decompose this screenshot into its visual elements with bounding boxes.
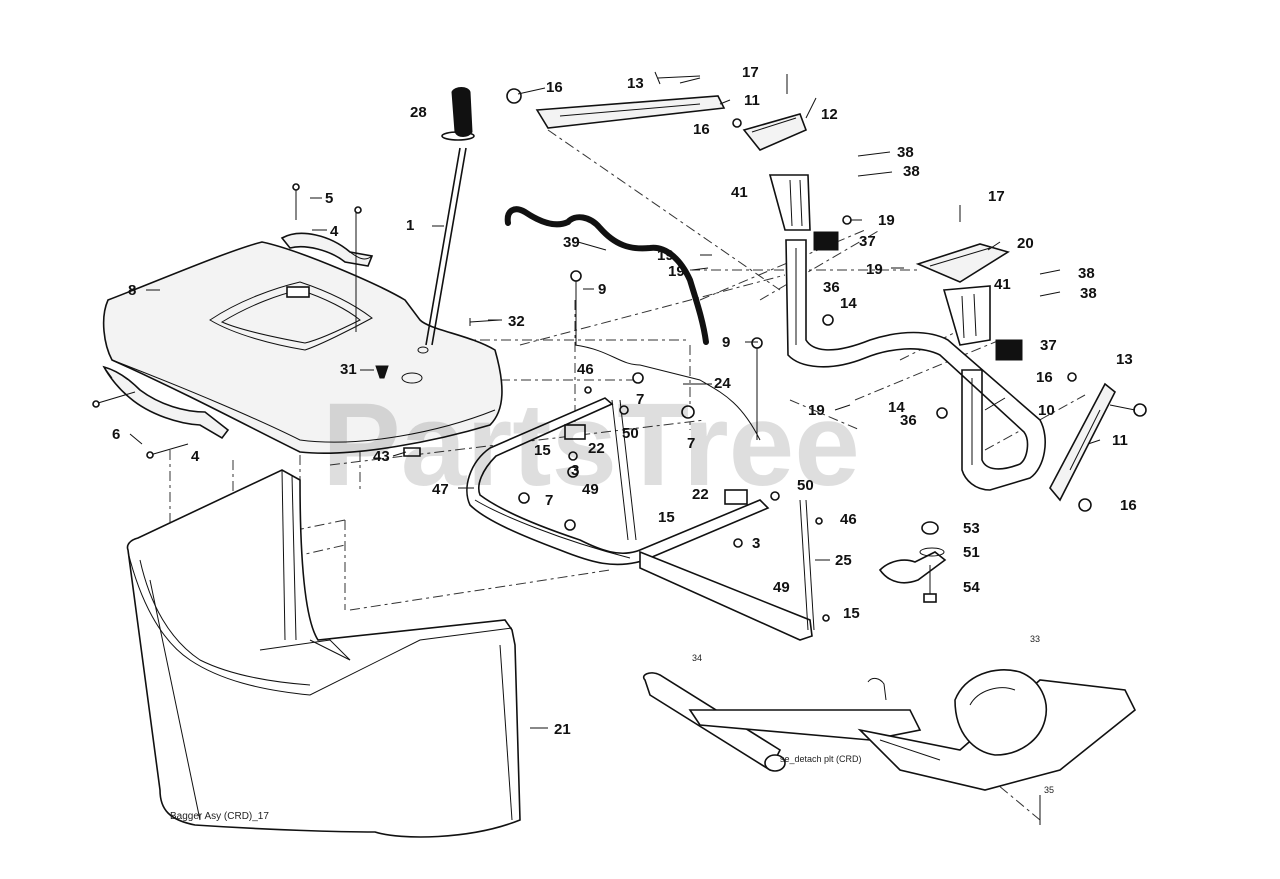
callout-49: 49: [773, 579, 790, 596]
callout-36: 36: [900, 412, 917, 429]
callout-21: 21: [554, 721, 571, 738]
handle-bracket-top: [280, 188, 374, 332]
callout-39: 39: [563, 234, 580, 251]
upper-bracket: [506, 71, 808, 151]
callout-33: 33: [1030, 634, 1040, 644]
callout-17: 17: [742, 64, 759, 81]
callout-38: 38: [1078, 265, 1095, 282]
leader-lines: [129, 77, 1101, 729]
callout-53: 53: [963, 520, 980, 537]
callout-51: 51: [963, 544, 980, 561]
callout-16: 16: [546, 79, 563, 96]
knob-31: [375, 365, 389, 379]
callout-7: 7: [687, 435, 695, 452]
callout-15: 15: [843, 605, 860, 622]
callout-4: 4: [191, 448, 200, 465]
spring-rod-39: [504, 206, 709, 345]
grass-bag: [126, 469, 521, 838]
callout-49: 49: [582, 481, 599, 498]
callout-13: 13: [627, 75, 644, 92]
callout-38: 38: [897, 144, 914, 161]
lower-frame-hardware: [518, 270, 830, 622]
callout-20: 20: [1017, 235, 1034, 252]
callout-16: 16: [1036, 369, 1053, 386]
callout-38: 38: [903, 163, 920, 180]
callout-34: 34: [692, 653, 702, 663]
callout-19: 19: [878, 212, 895, 229]
callout-8: 8: [128, 282, 136, 299]
callout-14: 14: [888, 399, 905, 416]
callout-9: 9: [598, 281, 606, 298]
watermark: PartsTree: [322, 379, 860, 511]
callout-17: 17: [988, 188, 1005, 205]
side-bracket-right: [1049, 372, 1147, 512]
callout-41: 41: [994, 276, 1011, 293]
callout-12: 12: [821, 106, 838, 123]
callout-38: 38: [1080, 285, 1097, 302]
callout-9: 9: [722, 334, 730, 351]
callout-11: 11: [744, 92, 760, 109]
callout-24: 24: [714, 375, 731, 392]
bag-lid: [102, 241, 503, 454]
callout-labels: 1 3 3 4 4 5 6 7 7 7 8 9 9 10 11 11 12 13…: [112, 64, 1137, 795]
callout-15: 15: [534, 442, 551, 459]
callout-25: 25: [835, 552, 852, 569]
callout-4: 4: [330, 223, 339, 240]
callout-46: 46: [840, 511, 857, 528]
callout-37: 37: [1040, 337, 1057, 354]
callout-36: 36: [823, 279, 840, 296]
callout-54: 54: [963, 579, 980, 596]
callout-11: 11: [1112, 432, 1128, 449]
diagram-caption: Bagger Asy (CRD)_17: [170, 811, 269, 822]
latch-43: [403, 447, 421, 457]
callout-14: 14: [840, 295, 857, 312]
detach-plate-inset: [642, 669, 1137, 825]
callout-50: 50: [797, 477, 814, 494]
callout-16: 16: [693, 121, 710, 138]
callout-3: 3: [752, 535, 760, 552]
handle-bracket-lower: [97, 365, 230, 456]
callout-22: 22: [692, 486, 709, 503]
inset-caption: se_detach plt (CRD): [780, 754, 862, 764]
callout-19: 19: [668, 263, 685, 280]
callout-6: 6: [112, 426, 120, 443]
upright-frame: [785, 239, 1046, 491]
callout-37: 37: [859, 233, 876, 250]
callout-3: 3: [571, 462, 579, 479]
callout-19: 19: [808, 402, 825, 419]
callout-22: 22: [588, 440, 605, 457]
screw-32: [469, 318, 501, 326]
clip-41-upper: [768, 151, 893, 251]
callout-10: 10: [1038, 402, 1055, 419]
callout-1: 1: [406, 217, 414, 234]
callout-16: 16: [1120, 497, 1137, 514]
callout-41: 41: [731, 184, 748, 201]
callout-19: 19: [657, 247, 674, 264]
callout-35: 35: [1044, 785, 1054, 795]
latch-assembly: [878, 521, 947, 603]
callout-50: 50: [622, 425, 639, 442]
callout-28: 28: [410, 104, 427, 121]
clip-20-41-lower: [915, 205, 1061, 361]
handle-rod: [425, 87, 475, 346]
callout-32: 32: [508, 313, 525, 330]
callout-31: 31: [340, 361, 357, 378]
callout-15: 15: [658, 509, 675, 526]
bolts-5-6: [92, 183, 362, 459]
callout-7: 7: [636, 391, 644, 408]
callout-19: 19: [866, 261, 883, 278]
callout-46: 46: [577, 361, 594, 378]
lower-frame: [466, 344, 815, 641]
callout-47: 47: [432, 481, 449, 498]
callout-43: 43: [373, 448, 390, 465]
callout-7: 7: [545, 492, 553, 509]
callout-5: 5: [325, 190, 333, 207]
callout-13: 13: [1116, 351, 1133, 368]
